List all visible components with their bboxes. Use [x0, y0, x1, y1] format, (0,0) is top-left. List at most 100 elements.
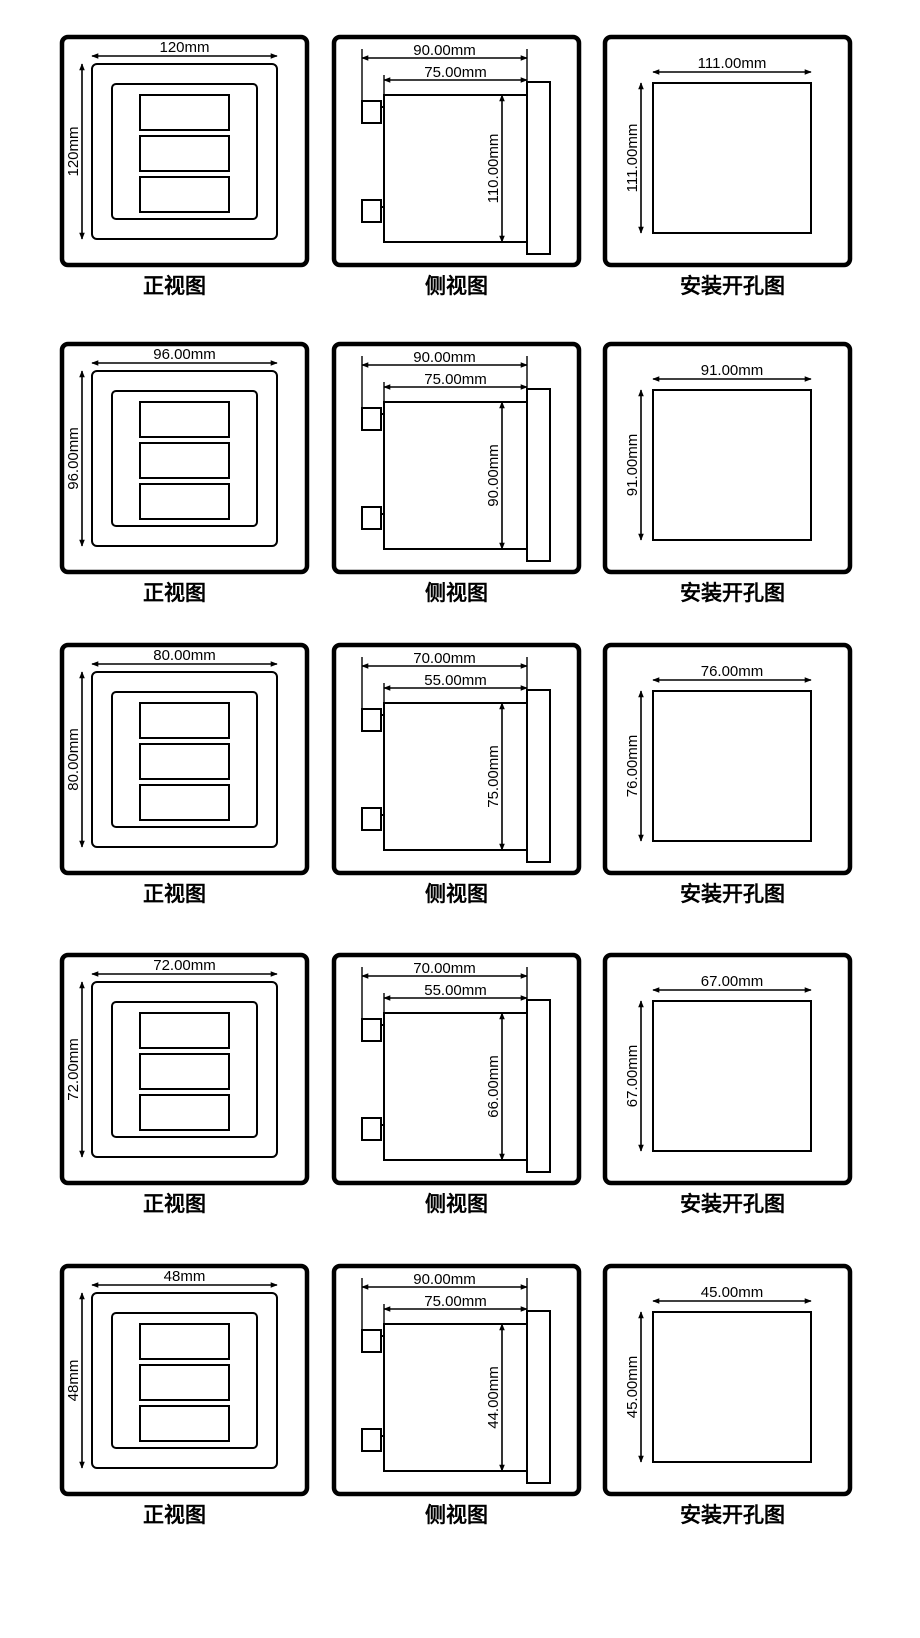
panel-frame [59, 952, 310, 1186]
front-view-caption: 正视图 [143, 1192, 206, 1216]
cutout-caption: 安装开孔图 [680, 1192, 785, 1216]
cutout-width-label: 91.00mm [701, 362, 764, 379]
side-view-panel: 90.00mm 75.00mm 110.00mm 侧视图 [331, 34, 582, 298]
side-depth-total-label: 90.00mm [413, 349, 476, 366]
front-height-label: 48mm [65, 1360, 82, 1402]
bezel-outline [91, 370, 278, 547]
terminal-connector [361, 1117, 382, 1141]
inner-face [111, 1312, 258, 1449]
side-depth-body-label: 75.00mm [424, 371, 487, 388]
front-bezel [526, 81, 551, 255]
front-view-caption: 正视图 [143, 1503, 206, 1527]
display-window [139, 1053, 230, 1090]
side-view-panel: 70.00mm 55.00mm 75.00mm 侧视图 [331, 642, 582, 906]
side-depth-total-label: 90.00mm [413, 42, 476, 59]
cutout-height-label: 45.00mm [624, 1356, 641, 1419]
display-window [139, 135, 230, 172]
front-bezel [526, 1310, 551, 1484]
side-height-label: 44.00mm [485, 1366, 502, 1429]
panel-frame [602, 642, 853, 876]
cutout-height-label: 111.00mm [624, 124, 641, 193]
cutout-width-label: 111.00mm [698, 55, 767, 72]
side-height-label: 75.00mm [485, 745, 502, 808]
front-width-label: 48mm [164, 1268, 206, 1285]
side-view-caption: 侧视图 [425, 581, 488, 605]
display-window [139, 401, 230, 438]
side-height-label: 110.00mm [485, 134, 502, 204]
cutout-panel: 91.00mm 91.00mm 安装开孔图 [602, 341, 853, 605]
terminal-connector [361, 1428, 382, 1452]
side-depth-body-label: 75.00mm [424, 64, 487, 81]
side-depth-total-label: 70.00mm [413, 960, 476, 977]
cutout-hole [652, 389, 812, 541]
housing-body [383, 1012, 528, 1161]
display-window [139, 1094, 230, 1131]
cutout-height-label: 91.00mm [624, 434, 641, 497]
front-width-label: 96.00mm [153, 346, 216, 363]
front-view-panel: 48mm 48mm 正视图 [59, 1263, 310, 1527]
front-height-label: 80.00mm [65, 728, 82, 791]
side-view-caption: 侧视图 [425, 882, 488, 906]
panel-frame [331, 34, 582, 268]
terminal-connector [361, 1018, 382, 1042]
side-view-caption: 侧视图 [425, 274, 488, 298]
bezel-outline [91, 1292, 278, 1469]
cutout-width-label: 67.00mm [701, 973, 764, 990]
front-width-label: 120mm [159, 39, 209, 56]
housing-body [383, 94, 528, 243]
terminal-connector [361, 708, 382, 732]
terminal-connector [361, 199, 382, 223]
display-window [139, 176, 230, 213]
inner-face [111, 691, 258, 828]
panel-frame [59, 1263, 310, 1497]
side-depth-total-label: 70.00mm [413, 650, 476, 667]
inner-face [111, 390, 258, 527]
terminal-connector [361, 1329, 382, 1353]
panel-frame [59, 34, 310, 268]
cutout-caption: 安装开孔图 [680, 274, 785, 298]
cutout-height-label: 76.00mm [624, 735, 641, 798]
terminal-connector [361, 407, 382, 431]
display-window [139, 1405, 230, 1442]
cutout-panel: 67.00mm 67.00mm 安装开孔图 [602, 952, 853, 1216]
front-bezel [526, 388, 551, 562]
front-view-caption: 正视图 [143, 274, 206, 298]
panel-frame [59, 642, 310, 876]
display-window [139, 94, 230, 131]
display-window [139, 702, 230, 739]
side-view-caption: 侧视图 [425, 1192, 488, 1216]
side-height-label: 90.00mm [485, 444, 502, 507]
front-view-caption: 正视图 [143, 581, 206, 605]
bezel-outline [91, 671, 278, 848]
cutout-hole [652, 82, 812, 234]
side-depth-body-label: 55.00mm [424, 982, 487, 999]
side-view-caption: 侧视图 [425, 1503, 488, 1527]
housing-body [383, 1323, 528, 1472]
display-window [139, 483, 230, 520]
cutout-hole [652, 1000, 812, 1152]
display-window [139, 1323, 230, 1360]
panel-frame [331, 642, 582, 876]
cutout-width-label: 45.00mm [701, 1284, 764, 1301]
display-window [139, 1012, 230, 1049]
cutout-caption: 安装开孔图 [680, 581, 785, 605]
cutout-height-label: 67.00mm [624, 1045, 641, 1108]
inner-face [111, 1001, 258, 1138]
terminal-connector [361, 100, 382, 124]
panel-frame [331, 952, 582, 1186]
bezel-outline [91, 63, 278, 240]
panel-frame [602, 952, 853, 1186]
front-width-label: 72.00mm [153, 957, 216, 974]
side-depth-body-label: 55.00mm [424, 672, 487, 689]
panel-frame [602, 34, 853, 268]
panel-frame [602, 341, 853, 575]
side-height-label: 66.00mm [485, 1055, 502, 1118]
side-view-panel: 90.00mm 75.00mm 90.00mm 侧视图 [331, 341, 582, 605]
